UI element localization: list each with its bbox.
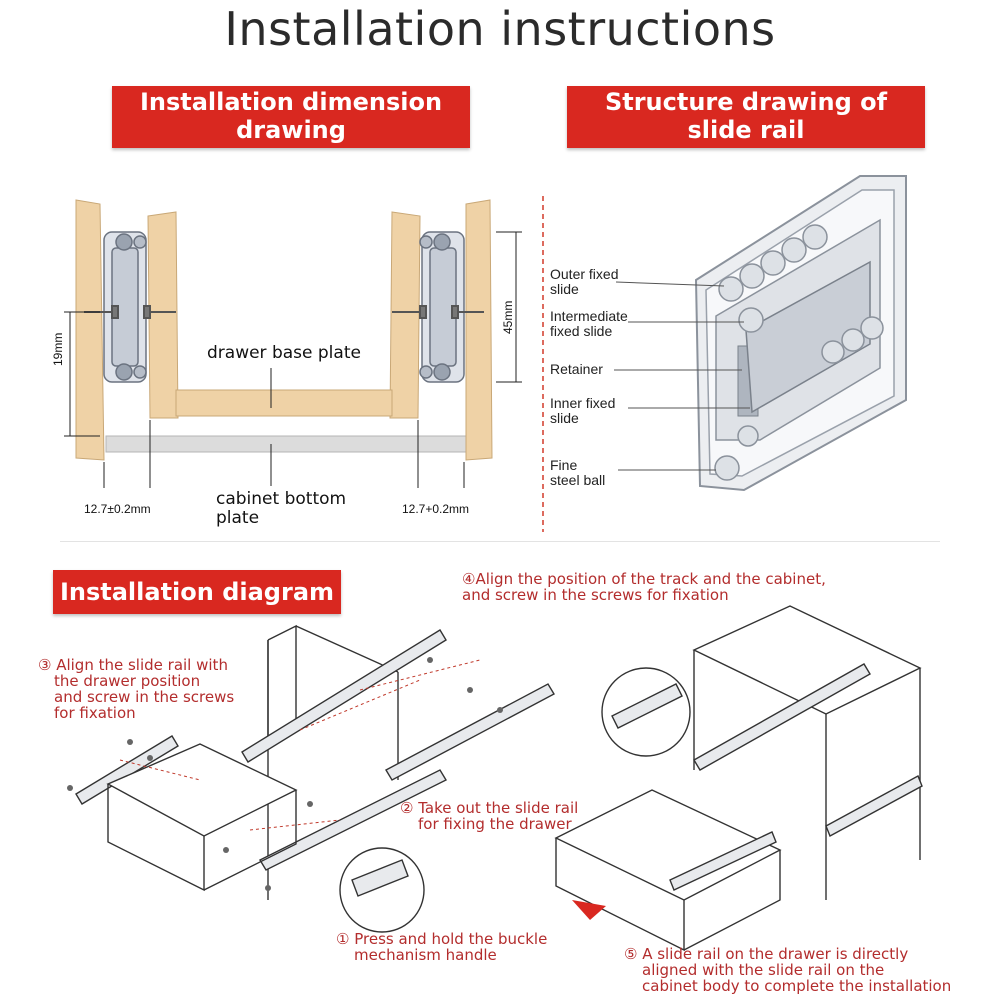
cabinet-bottom-label-1: cabinet bottom	[216, 489, 347, 509]
screw-left-inner	[143, 305, 176, 319]
intermediate-fixed-slide	[715, 218, 881, 441]
dim-19-label: 19mm	[51, 332, 65, 366]
cabinet-rail-upper	[241, 629, 447, 763]
drawer-base-plate-label: drawer base plate	[207, 343, 361, 363]
leader-outer-fixed	[615, 281, 725, 287]
cabinet-rail-lower	[385, 683, 555, 781]
label-steel-ball-2: steel ball	[550, 472, 606, 488]
right-cabinet	[692, 605, 922, 715]
label-retainer-1: Retainer	[550, 361, 603, 377]
label-intermediate-1: Intermediate	[550, 308, 628, 324]
label-fine-steel-ball: Fine steel ball	[550, 458, 605, 488]
steel-balls-bottom	[714, 425, 759, 481]
label-outer-fixed-slide: Outer fixed slide	[550, 267, 618, 297]
slide-rail-left	[103, 231, 147, 383]
installation-diagram-header: Installation diagram	[53, 570, 341, 614]
right-cabinet-rail-far	[825, 775, 923, 837]
section-divider	[60, 541, 940, 542]
drawer-side-left	[147, 211, 179, 419]
step-2-text: ② Take out the slide rail for fixing the…	[400, 800, 578, 832]
left-drawer-box	[106, 743, 298, 837]
left-cabinet-frame	[267, 624, 297, 742]
label-outer-fixed-slide-1: Outer fixed	[550, 266, 619, 282]
step-3-text: ③ Align the slide rail with the drawer p…	[38, 657, 234, 721]
label-retainer: Retainer	[550, 362, 603, 377]
step-4-line2: and screw in the screws for fixation	[462, 586, 729, 604]
step-1-line1: ① Press and hold the buckle	[336, 930, 548, 948]
step-2-line2: for fixing the drawer	[418, 815, 572, 833]
zoom-circle-alignment	[601, 667, 691, 757]
screw-right-inner	[392, 305, 427, 319]
step-3-line1: ③ Align the slide rail with	[38, 656, 228, 674]
dim-right-gap-label: 12.7+0.2mm	[402, 502, 470, 516]
step-1-line2: mechanism handle	[354, 946, 497, 964]
step-4-text: ④Align the position of the track and the…	[462, 571, 826, 603]
dimension-header-line1: Installation dimension	[139, 88, 443, 116]
label-steel-ball-1: Fine	[550, 457, 578, 473]
step-5-line1: ⑤ A slide rail on the drawer is directly	[624, 945, 909, 963]
step-2-line1: ② Take out the slide rail	[400, 799, 579, 817]
retainer	[737, 345, 759, 417]
outer-fixed-slide	[694, 175, 907, 492]
right-cabinet-rail	[693, 663, 871, 771]
page-title: Installation instructions	[224, 2, 776, 56]
drawer-base-plate	[175, 389, 393, 417]
zoom-circle-buckle	[339, 847, 425, 933]
screw-right-outer	[451, 305, 484, 319]
cabinet-bottom-plate	[105, 435, 467, 453]
structure-drawing-header: Structure drawing of slide rail	[567, 86, 925, 148]
cabinet-wall-right	[465, 199, 493, 461]
label-intermediate-fixed-slide: Intermediate fixed slide	[550, 309, 628, 339]
loose-rail-left	[75, 735, 179, 805]
installation-diagram-label: Installation diagram	[59, 578, 335, 606]
alignment-arrow	[572, 900, 606, 920]
dimension-drawing-header: Installation dimension drawing	[112, 86, 470, 148]
step-3-line3: and screw in the screws	[54, 688, 235, 706]
drawer-side-right	[389, 211, 421, 419]
dim-45-label: 45mm	[501, 300, 515, 334]
step-3-line2: the drawer position	[54, 672, 201, 690]
step-5-text: ⑤ A slide rail on the drawer is directly…	[624, 946, 951, 994]
label-inner-fixed-2: slide	[550, 410, 579, 426]
step-3-line4: for fixation	[54, 704, 136, 722]
step-5-line2: aligned with the slide rail on the	[642, 961, 885, 979]
inner-fixed-slide	[745, 260, 871, 414]
dimension-header-line2: drawing	[236, 116, 346, 144]
structure-header-line2: slide rail	[687, 116, 805, 144]
right-drawer	[554, 789, 782, 901]
screw-left-outer	[84, 305, 119, 319]
structure-header-line1: Structure drawing of	[604, 88, 888, 116]
step-4-line1: ④Align the position of the track and the…	[462, 570, 826, 588]
steel-balls-top	[718, 224, 884, 364]
label-inner-fixed-slide: Inner fixed slide	[550, 396, 615, 426]
cabinet-bottom-label-2: plate	[216, 508, 260, 528]
slide-rail-right	[419, 231, 465, 383]
cabinet-wall-left	[75, 199, 105, 461]
dim-left-gap-label: 12.7±0.2mm	[84, 502, 151, 516]
label-intermediate-2: fixed slide	[550, 323, 613, 339]
label-outer-fixed-slide-2: slide	[550, 281, 579, 297]
step-5-line3: cabinet body to complete the installatio…	[642, 977, 952, 995]
label-inner-fixed-1: Inner fixed	[550, 395, 616, 411]
step-1-text: ① Press and hold the buckle mechanism ha…	[336, 931, 547, 963]
